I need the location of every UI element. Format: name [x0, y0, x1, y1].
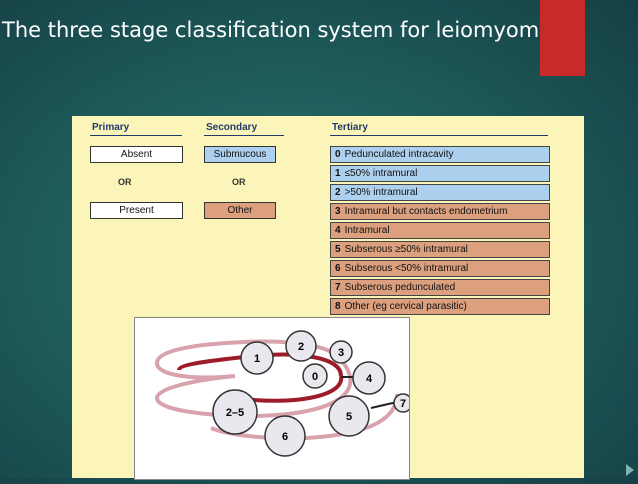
- tertiary-header: Tertiary: [332, 122, 368, 133]
- tertiary-row-number: 4: [335, 225, 341, 236]
- slide-title: The three stage classification system fo…: [2, 18, 553, 42]
- primary-header-rule: [90, 135, 182, 136]
- next-arrow-icon[interactable]: [626, 464, 634, 476]
- fibroid-circle-3: [329, 340, 353, 364]
- fibroid-label: 0: [312, 371, 318, 383]
- stalk-line: [370, 401, 398, 409]
- uterus-diagram-svg: 0 1 2 3 4 2–5 5 6 7: [154, 330, 413, 457]
- tertiary-row-label: Subserous <50% intramural: [344, 263, 469, 274]
- tertiary-row-number: 7: [335, 282, 341, 293]
- fibroid-circle-2–5: [212, 389, 258, 435]
- serosa-outline: [154, 339, 353, 419]
- fibroid-label: 7: [400, 398, 406, 410]
- tertiary-row-label: Intramural but contacts endometrium: [344, 206, 508, 217]
- fibroid-label: 5: [346, 411, 352, 423]
- tertiary-row-number: 1: [335, 168, 341, 179]
- tertiary-row-number: 0: [335, 149, 341, 160]
- tertiary-row-label: Intramural: [344, 225, 390, 236]
- tertiary-row-label: Pedunculated intracavity: [344, 149, 454, 160]
- primary-absent-box: Absent: [90, 146, 183, 163]
- tertiary-row-number: 8: [335, 301, 341, 312]
- fibroid-label: 3: [338, 347, 344, 359]
- tertiary-row-label: ≤50% intramural: [344, 168, 418, 179]
- classification-panel: Primary Secondary Tertiary Absent OR Pre…: [72, 116, 584, 480]
- fibroid-circle-0: [302, 363, 328, 389]
- fibroid-label: 1: [254, 353, 260, 365]
- fibroid-circle-4: [352, 361, 386, 395]
- primary-present-box: Present: [90, 202, 183, 219]
- tertiary-header-rule: [330, 135, 548, 136]
- secondary-or-label: OR: [232, 177, 246, 187]
- secondary-submucous-box: Submucous: [204, 146, 276, 163]
- tertiary-row-label: Subserous pedunculated: [344, 282, 456, 293]
- tertiary-row-number: 6: [335, 263, 341, 274]
- fibroid-markers: 0 1 2 3 4 2–5 5 6 7: [212, 330, 413, 457]
- fibroid-circle-1: [240, 341, 274, 375]
- tertiary-row-number: 5: [335, 244, 341, 255]
- tertiary-row-label: >50% intramural: [344, 187, 418, 198]
- fibroid-label: 2: [298, 341, 304, 353]
- fibroid-label: 4: [366, 373, 373, 385]
- tertiary-row-number: 3: [335, 206, 341, 217]
- fibroid-label: 2–5: [226, 407, 244, 419]
- fibroid-circle-6: [264, 415, 306, 457]
- secondary-header: Secondary: [206, 122, 258, 133]
- fibroid-label: 6: [282, 431, 288, 443]
- secondary-header-rule: [204, 135, 284, 136]
- tertiary-row-1: 1≤50% intramural: [330, 165, 550, 182]
- fibroid-circle-5: [328, 395, 370, 437]
- primary-or-label: OR: [118, 177, 132, 187]
- tertiary-row-label: Subserous ≥50% intramural: [344, 244, 468, 255]
- accent-bar: [540, 0, 585, 76]
- fibroid-location-diagram: 0 1 2 3 4 2–5 5 6 7: [134, 317, 413, 480]
- tertiary-row-label: Other (eg cervical parasitic): [344, 301, 467, 312]
- tertiary-row-number: 2: [335, 187, 341, 198]
- fibroid-circle-2: [285, 330, 317, 362]
- primary-header: Primary: [92, 122, 130, 133]
- secondary-other-box: Other: [204, 202, 276, 219]
- tertiary-row-2: 2>50% intramural: [330, 184, 550, 201]
